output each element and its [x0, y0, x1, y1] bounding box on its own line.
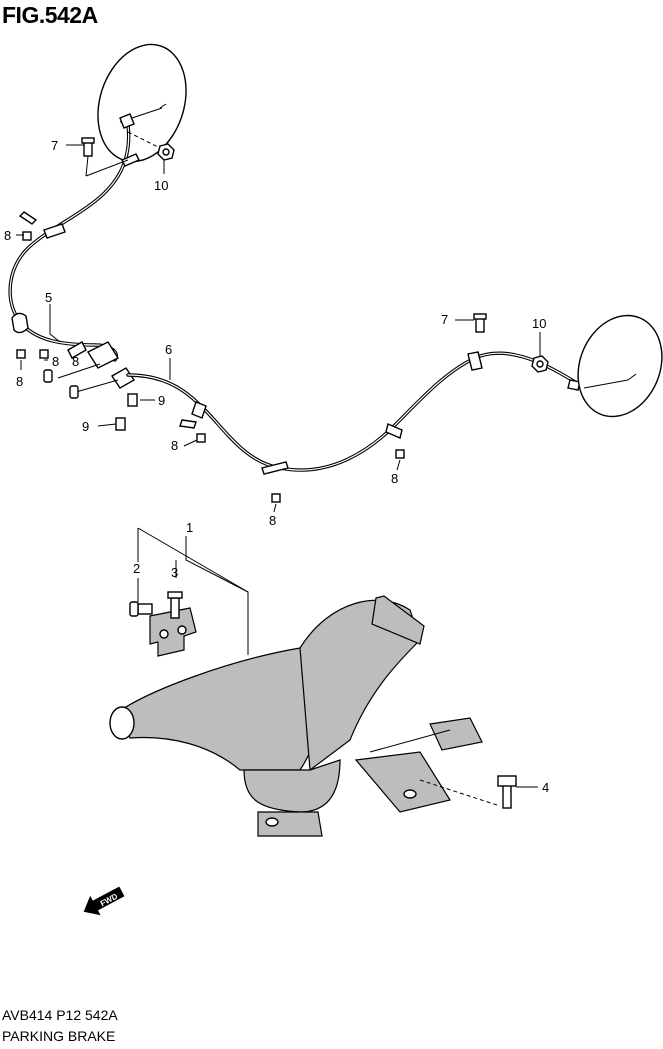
- fwd-arrow: FWD: [83, 886, 125, 916]
- nut-10-right: [531, 355, 549, 373]
- bolt-7-right: [473, 313, 487, 333]
- figure-code: AVB414 P12 542A: [2, 1007, 118, 1023]
- callout-8-a: 8: [4, 228, 11, 243]
- right-brake-drum: [577, 314, 663, 418]
- bolts-9: [115, 393, 138, 431]
- left-brake-drum: [97, 43, 187, 163]
- callout-6: 6: [165, 342, 172, 357]
- callout-8-f: 8: [391, 471, 398, 486]
- callout-10-left: 10: [154, 178, 168, 193]
- callout-8-e: 8: [269, 513, 276, 528]
- cable-5: [8, 113, 140, 362]
- switch-bracket: [149, 607, 197, 657]
- callout-10-right: 10: [532, 316, 546, 331]
- callout-3: 3: [171, 565, 178, 580]
- screw-3: [167, 591, 183, 619]
- cable-joint-bracket: [43, 341, 135, 399]
- bolt-7-left: [81, 137, 95, 157]
- nut-10-left: [157, 143, 175, 161]
- callout-9-a: 9: [158, 393, 165, 408]
- callout-2: 2: [133, 561, 140, 576]
- callout-4: 4: [542, 780, 549, 795]
- bolt-4: [497, 775, 517, 809]
- callout-7-right: 7: [441, 312, 448, 327]
- figure-title: FIG.542A: [2, 2, 98, 28]
- callout-5: 5: [45, 290, 52, 305]
- cable-6: [126, 351, 581, 475]
- bolts-8: [16, 231, 405, 503]
- leader-lines: [16, 131, 541, 807]
- callout-1: 1: [186, 520, 193, 535]
- callout-7-left: 7: [51, 138, 58, 153]
- callout-8-c: 8: [52, 354, 59, 369]
- callouts: 1 2 3 4 5 6 7 7 8 8 8 8 8 8 8 9 9 10 10: [4, 138, 549, 795]
- figure-name: PARKING BRAKE: [2, 1028, 116, 1044]
- callout-8-b: 8: [16, 374, 23, 389]
- callout-9-b: 9: [82, 419, 89, 434]
- parking-brake-lever: [109, 595, 483, 837]
- screw-2: [129, 601, 153, 617]
- callout-8-g: 8: [72, 354, 79, 369]
- callout-8-d: 8: [171, 438, 178, 453]
